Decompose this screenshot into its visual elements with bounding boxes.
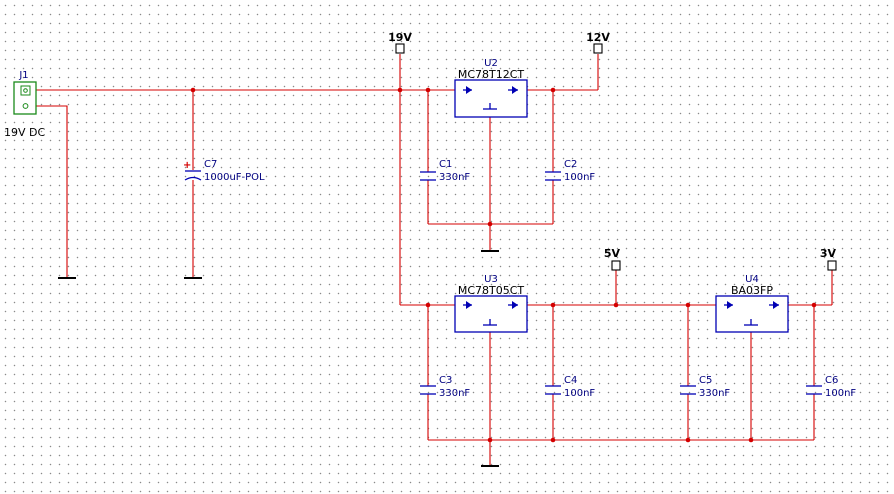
regulator-ref: U3: [484, 274, 498, 285]
regulator-ref: U4: [745, 274, 759, 285]
junction: [190, 87, 196, 93]
capacitor-c7[interactable]: + C7 1000uF-POL: [183, 159, 265, 183]
cap-ref: C1: [439, 159, 452, 170]
regulator-u4[interactable]: U4 BA03FP: [715, 274, 789, 333]
capacitor-c5[interactable]: C5 330nF: [680, 375, 730, 399]
cap-value: 100nF: [825, 388, 856, 399]
cap-ref: C4: [564, 375, 577, 386]
net-label-text: 12V: [586, 31, 610, 44]
junctions: [190, 87, 817, 443]
cap-ref: C2: [564, 159, 577, 170]
ground-symbols: [58, 250, 499, 467]
capacitor-c1[interactable]: C1 330nF: [420, 159, 470, 183]
cap-value: 330nF: [439, 172, 470, 183]
connector-pin-round-icon: [22, 103, 29, 109]
net-label-12v[interactable]: 12V: [586, 31, 610, 54]
cap-ref: C5: [699, 375, 712, 386]
output-arrow-head-icon: [773, 301, 779, 309]
regulator-part: BA03FP: [731, 284, 773, 297]
capacitor-c2[interactable]: C2 100nF: [545, 159, 595, 183]
cap-value: 1000uF-POL: [204, 172, 265, 183]
cap-value: 100nF: [564, 172, 595, 183]
regulator-part: MC78T05CT: [458, 284, 525, 297]
capacitor-c4[interactable]: C4 100nF: [545, 375, 595, 399]
junction: [811, 302, 817, 308]
junction: [685, 437, 691, 443]
connector-ref: J1: [18, 70, 28, 81]
cap-ref: C3: [439, 375, 452, 386]
net-label-text: 5V: [604, 247, 621, 260]
junction: [685, 302, 691, 308]
input-arrow-head-icon: [727, 301, 733, 309]
connector-body: [13, 81, 37, 115]
cap-value: 330nF: [439, 388, 470, 399]
net-label-19v[interactable]: 19V: [388, 31, 412, 54]
junction: [397, 87, 403, 93]
wire-j1-ground: [36, 105, 68, 278]
cap-ref: C6: [825, 375, 838, 386]
junction: [550, 302, 556, 308]
regulator-part: MC78T12CT: [458, 68, 525, 81]
capacitor-c3[interactable]: C3 330nF: [420, 375, 470, 399]
input-arrow-head-icon: [466, 86, 472, 94]
cap-ref: C7: [204, 159, 217, 170]
input-arrow-head-icon: [466, 301, 472, 309]
output-arrow-head-icon: [512, 301, 518, 309]
net-label-5v[interactable]: 5V: [604, 247, 621, 271]
regulator-u2[interactable]: U2 MC78T12CT: [454, 58, 528, 118]
junction: [613, 302, 619, 308]
junction: [487, 221, 493, 227]
junction: [487, 437, 493, 443]
connector-pin-square-icon: [20, 85, 31, 96]
regulator-body: [454, 79, 528, 118]
regulator-u3[interactable]: U3 MC78T05CT: [454, 274, 528, 333]
regulator-ref: U2: [484, 58, 498, 69]
port-square-icon: [611, 260, 621, 271]
wires: [36, 54, 833, 466]
junction: [425, 302, 431, 308]
junction: [748, 437, 754, 443]
port-square-icon: [827, 260, 837, 271]
cap-plate-curved: [184, 176, 202, 181]
port-square-icon: [395, 43, 405, 54]
cap-value: 330nF: [699, 388, 730, 399]
connector-value: 19V DC: [4, 126, 45, 139]
regulator-body: [454, 295, 528, 333]
junction: [550, 87, 556, 93]
polarity-plus-icon: +: [183, 160, 191, 171]
net-label-text: 19V: [388, 31, 412, 44]
connector-pin-center-icon: [23, 88, 28, 93]
output-arrow-head-icon: [512, 86, 518, 94]
capacitor-c6[interactable]: C6 100nF: [806, 375, 856, 399]
net-label-text: 3V: [820, 247, 837, 260]
cap-value: 100nF: [564, 388, 595, 399]
regulator-body: [715, 295, 789, 333]
junction: [425, 87, 431, 93]
junction: [550, 437, 556, 443]
port-square-icon: [593, 43, 603, 54]
net-label-3v[interactable]: 3V: [820, 247, 837, 271]
connector-j1[interactable]: J1 19V DC: [4, 70, 45, 139]
